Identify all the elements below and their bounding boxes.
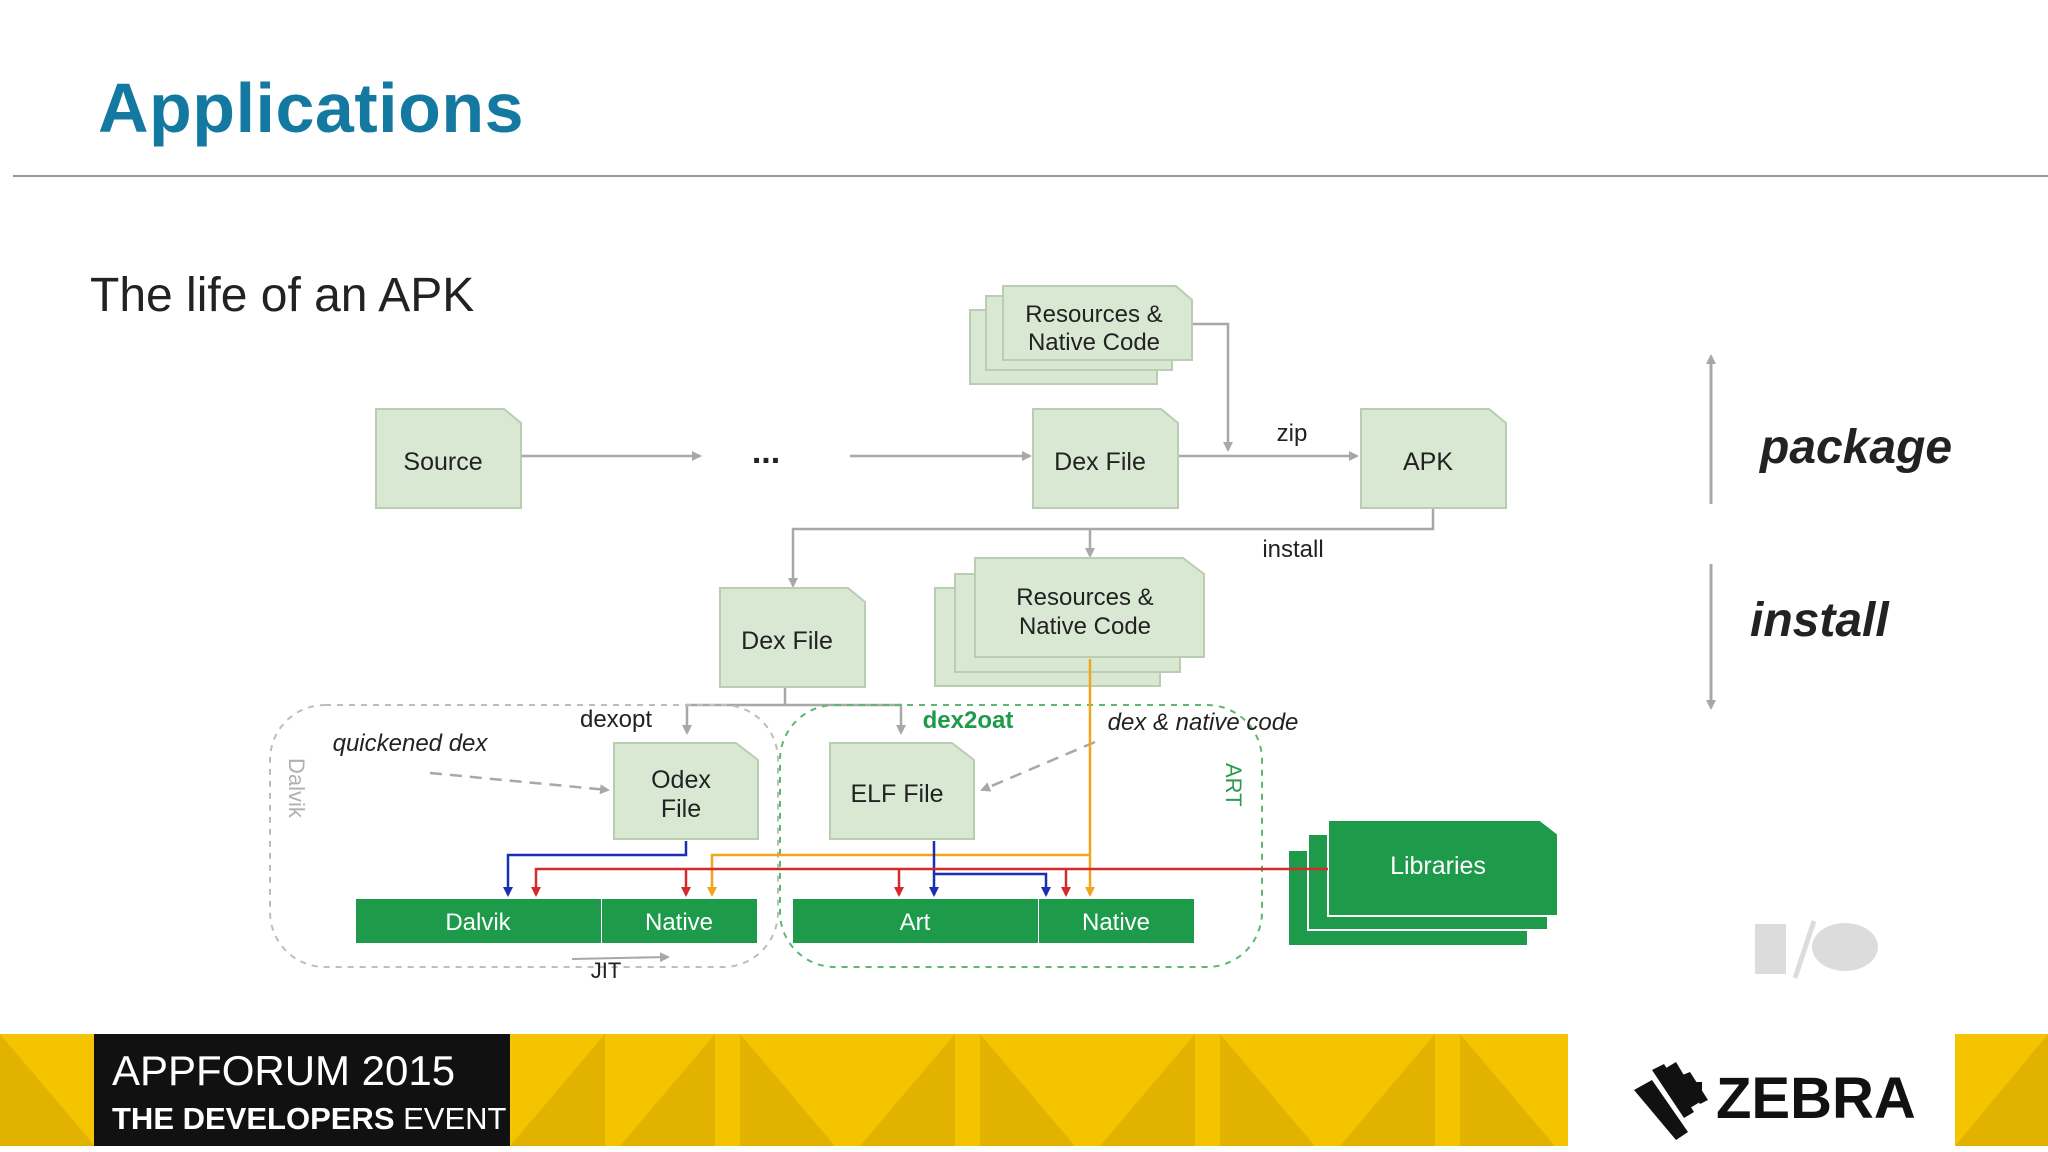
dex-file-top-node: Dex File	[1032, 408, 1179, 509]
ellipsis-label: ...	[752, 433, 780, 471]
footer-graphic: APPFORUM 2015 THE DEVELOPERS EVENT ZEBRA	[0, 1034, 2048, 1146]
footer-band: APPFORUM 2015 THE DEVELOPERS EVENT ZEBRA	[0, 1028, 2048, 1152]
package-phase-label: package	[1758, 421, 1952, 474]
io-logo	[1755, 920, 1878, 979]
jit-label: JIT	[591, 958, 622, 983]
zebra-logo: ZEBRA	[1634, 1062, 1916, 1140]
svg-text:ELF File: ELF File	[850, 780, 943, 808]
page-title: Applications	[98, 69, 525, 147]
brand-name: ZEBRA	[1716, 1066, 1916, 1131]
svg-text:Odex: Odex	[651, 766, 711, 794]
svg-text:Dex File: Dex File	[741, 627, 833, 655]
apk-lifecycle-diagram: The life of an APK Dalvik ART Resources …	[90, 269, 1952, 983]
art-region-label: ART	[1221, 763, 1246, 807]
odex-file-node: Odex File	[613, 742, 759, 840]
dex2oat-label: dex2oat	[923, 707, 1014, 734]
install-phase-label: install	[1750, 594, 1890, 647]
event-title: APPFORUM 2015	[112, 1047, 455, 1094]
appforum-logo	[94, 1034, 510, 1146]
svg-text:APK: APK	[1403, 448, 1453, 476]
apk-node: APK	[1360, 408, 1507, 509]
svg-text:Native Code: Native Code	[1019, 613, 1151, 640]
svg-text:Native Code: Native Code	[1028, 329, 1160, 356]
dalvik-runtime-label: Dalvik	[445, 909, 511, 936]
art-native-label: Native	[1082, 909, 1150, 936]
dex-file-mid-node: Dex File	[719, 587, 866, 688]
zip-label: zip	[1277, 420, 1308, 447]
libraries-node: Libraries	[1287, 819, 1559, 947]
diagram-slide: The life of an APK Dalvik ART Resources …	[0, 178, 2048, 1028]
art-region	[779, 704, 1263, 968]
svg-text:Source: Source	[403, 448, 482, 476]
dexopt-label: dexopt	[580, 706, 652, 733]
svg-text:Dex File: Dex File	[1054, 448, 1146, 476]
title-divider	[13, 175, 2048, 177]
source-node: Source	[375, 408, 522, 509]
elf-file-node: ELF File	[829, 742, 975, 840]
zebra-head-icon	[1634, 1062, 1708, 1140]
dalvik-runtime-bar: Dalvik Native	[356, 899, 757, 943]
art-runtime-label: Art	[900, 909, 931, 936]
dex-native-code-label: dex & native code	[1108, 709, 1299, 736]
dalvik-native-label: Native	[645, 909, 713, 936]
resources-native-top-node: Resources & Native Code	[969, 285, 1193, 385]
event-subtitle: THE DEVELOPERS EVENT	[112, 1101, 507, 1136]
quickened-dex-label: quickened dex	[333, 730, 489, 757]
dalvik-region-label: Dalvik	[284, 758, 309, 819]
diagram-heading: The life of an APK	[90, 269, 474, 322]
svg-text:Resources &: Resources &	[1016, 584, 1153, 611]
svg-text:Libraries: Libraries	[1390, 852, 1486, 880]
svg-text:File: File	[661, 795, 701, 823]
svg-text:Resources &: Resources &	[1025, 301, 1162, 328]
install-edge-label: install	[1262, 536, 1323, 563]
resources-native-mid-node: Resources & Native Code	[934, 557, 1205, 687]
art-runtime-bar: Art Native	[793, 899, 1194, 943]
